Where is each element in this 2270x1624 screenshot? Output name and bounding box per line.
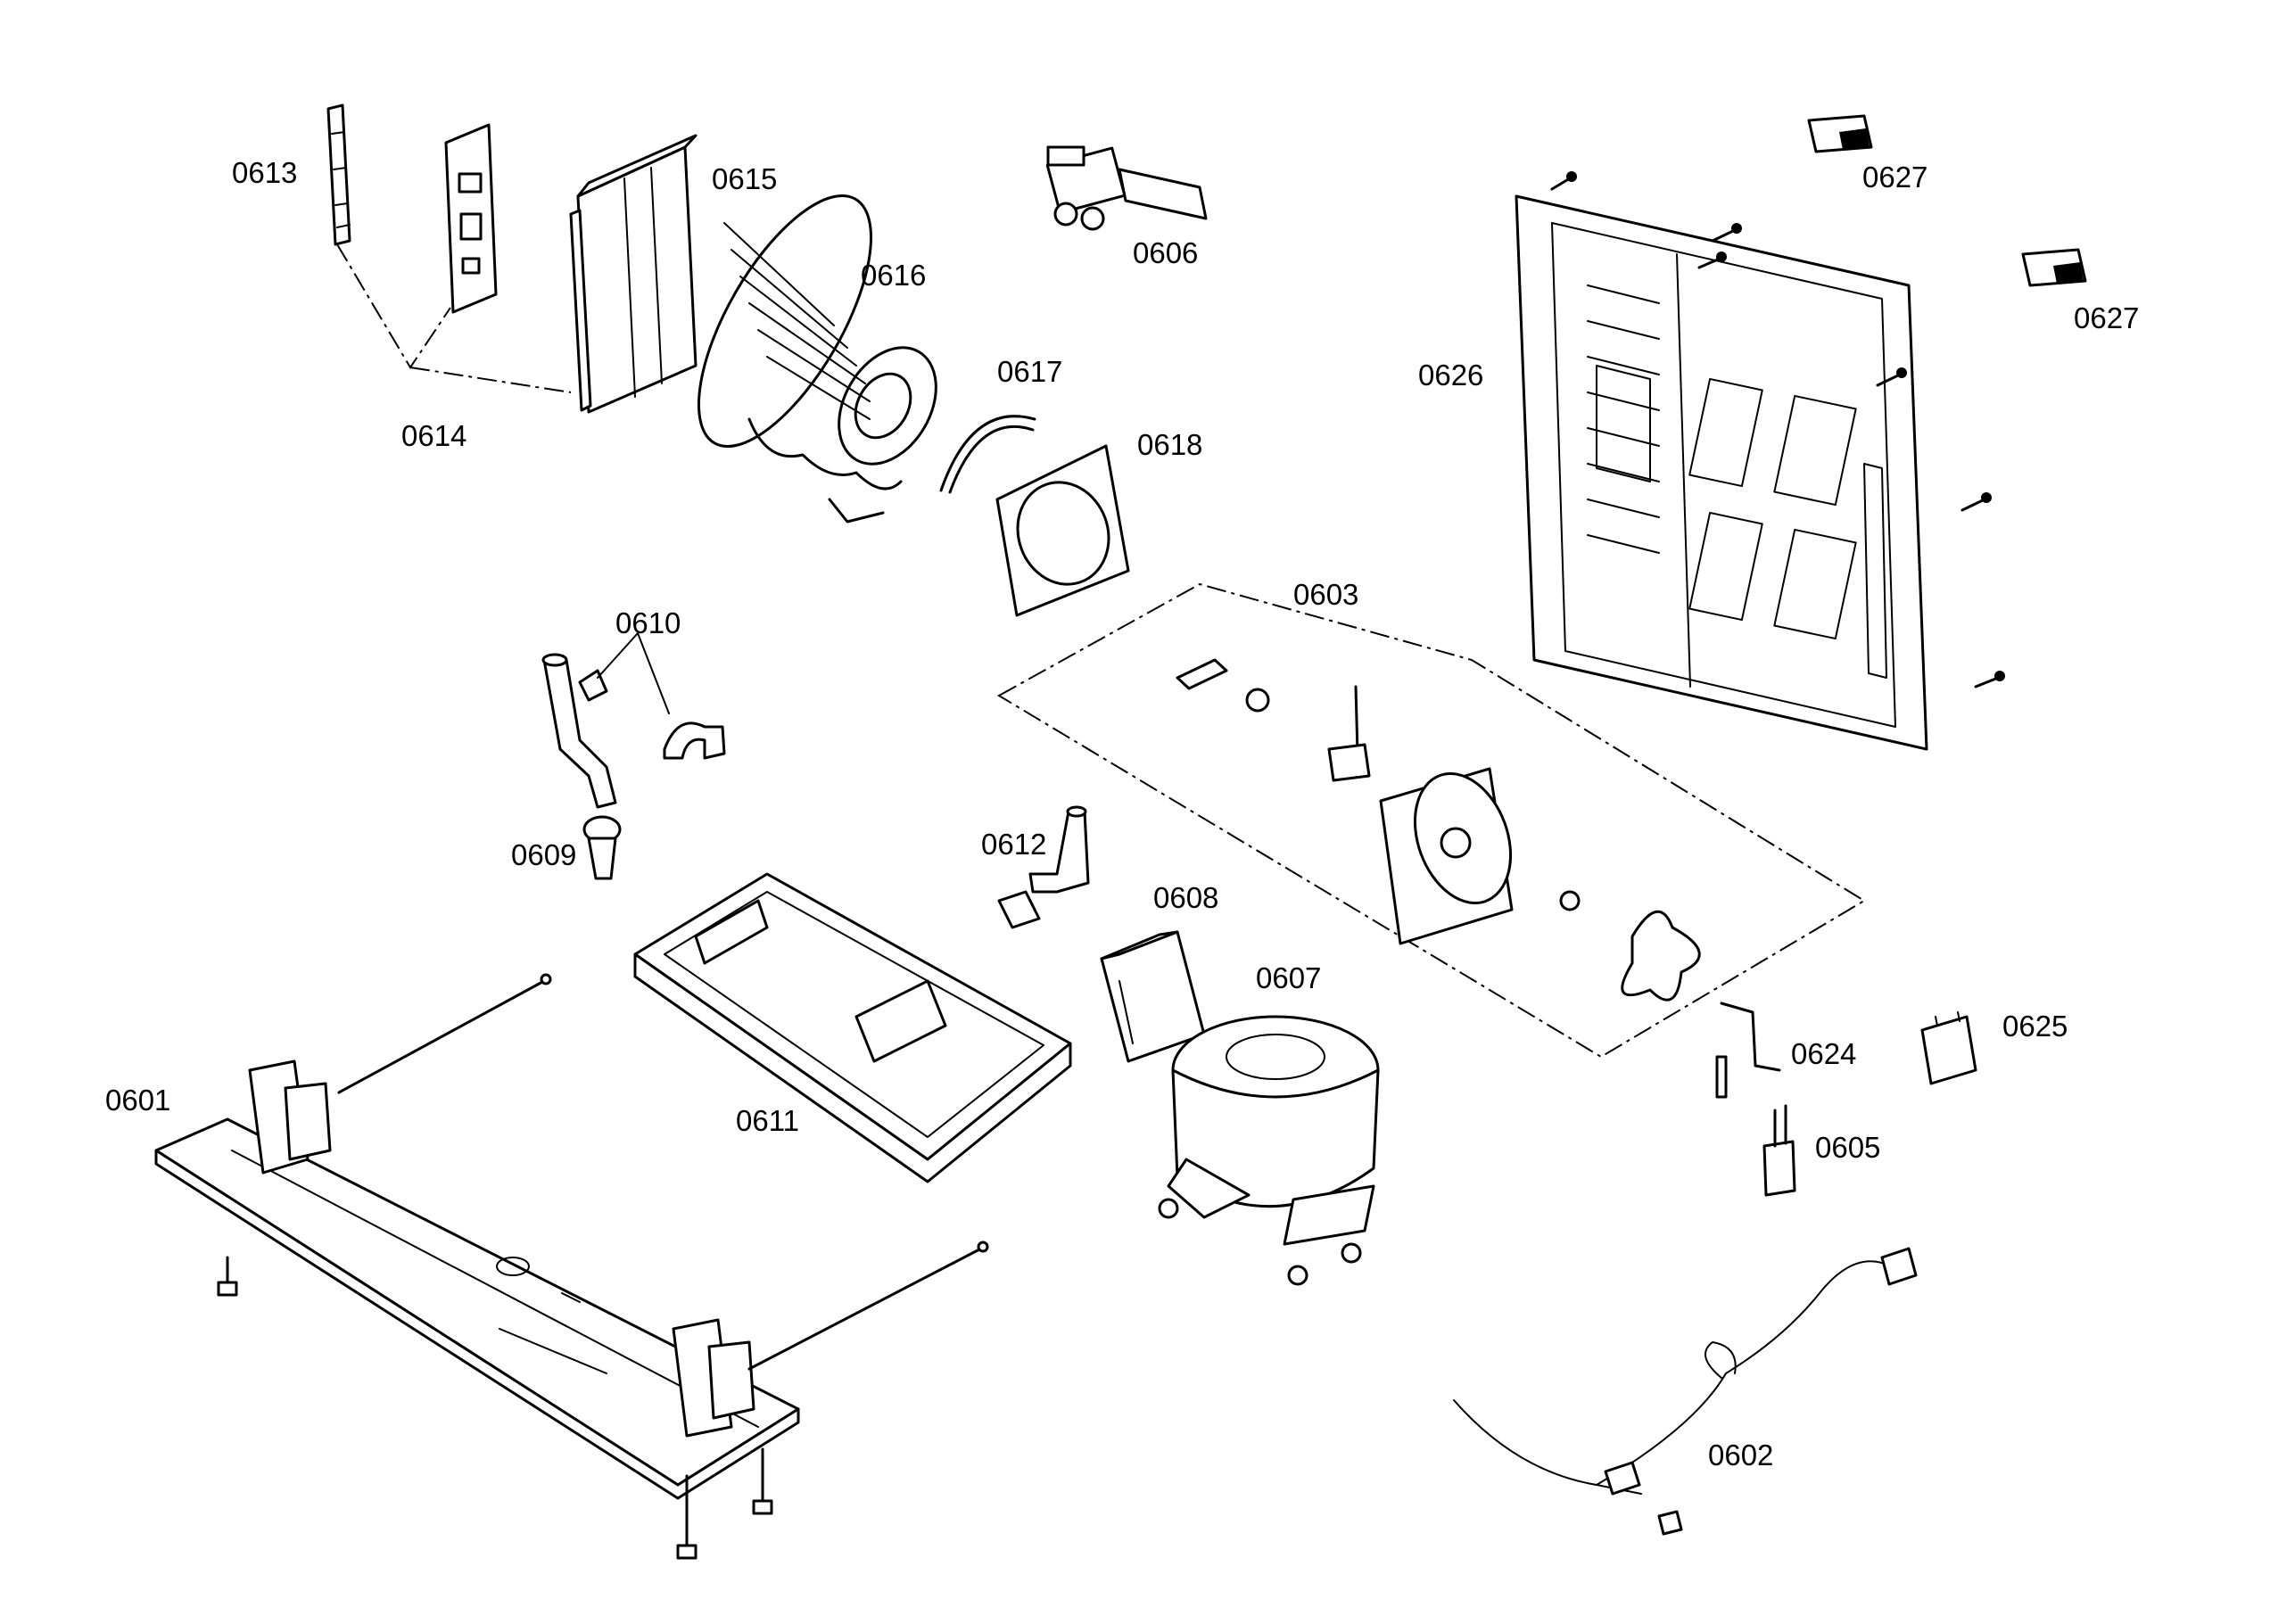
part-0609-grommet	[582, 815, 622, 880]
part-0601-base-frame	[154, 973, 989, 1500]
label-0618: 0618	[1137, 428, 1202, 461]
label-0627-right: 0627	[2074, 301, 2139, 334]
part-0606-water-valve	[1045, 145, 1208, 231]
part-0615-control-box	[569, 134, 698, 414]
label-0613: 0613	[232, 156, 297, 189]
part-0626-back-panel	[1515, 194, 1928, 751]
label-0602: 0602	[1708, 1439, 1773, 1471]
label-0611: 0611	[736, 1104, 799, 1137]
leader-0614	[336, 243, 572, 393]
part-0614-board	[444, 123, 498, 314]
label-0614: 0614	[401, 419, 466, 452]
part-0602-wire-harness	[1453, 1247, 1918, 1536]
label-0626: 0626	[1418, 359, 1483, 392]
part-0613-bracket	[326, 103, 351, 246]
label-0624: 0624	[1791, 1037, 1856, 1070]
screws-0626	[1550, 171, 2005, 688]
part-0617-clamp-ring	[939, 415, 1036, 494]
label-0601: 0601	[105, 1084, 170, 1117]
part-0603-fan-assembly	[997, 582, 1866, 1059]
part-0612-tube	[997, 805, 1090, 929]
screws-0601	[217, 1256, 773, 1560]
part-0627-connector-b	[2021, 248, 2087, 287]
part-0627-connector-a	[1807, 114, 1873, 153]
label-0617: 0617	[997, 355, 1062, 388]
leader-0610	[597, 632, 670, 714]
part-0607-compressor	[1158, 1015, 1380, 1286]
label-0625: 0625	[2002, 1010, 2068, 1043]
label-0612: 0612	[981, 828, 1046, 861]
part-0611-drain-tray	[633, 872, 1072, 1183]
label-0605: 0605	[1815, 1131, 1880, 1164]
part-0610-drain-tube	[541, 653, 726, 809]
part-0616-evaporator-coil	[697, 194, 937, 523]
part-0605-heater	[1762, 1104, 1796, 1197]
label-0610: 0610	[615, 606, 681, 639]
label-0606: 0606	[1133, 236, 1198, 269]
part-0624-sensor	[1715, 1002, 1781, 1099]
label-0627-top: 0627	[1862, 161, 1927, 194]
label-0609: 0609	[511, 838, 576, 871]
label-0615: 0615	[712, 162, 777, 195]
label-0607: 0607	[1256, 961, 1321, 994]
part-0618-fan-shroud	[995, 444, 1130, 617]
part-0625-switch	[1920, 1011, 1977, 1085]
label-0616: 0616	[861, 259, 926, 292]
label-0608: 0608	[1153, 881, 1218, 914]
label-0603: 0603	[1293, 578, 1358, 611]
